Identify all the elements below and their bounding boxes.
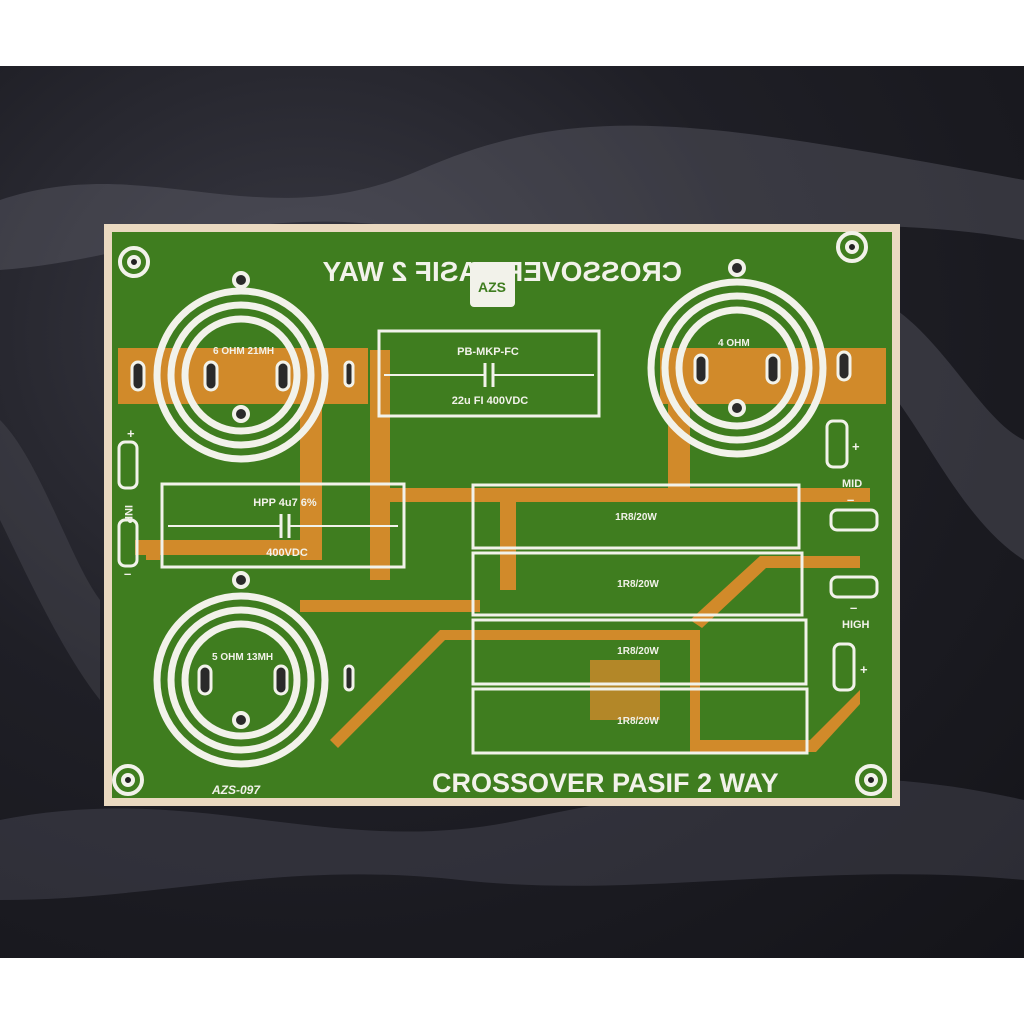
- high-plus: +: [860, 662, 868, 677]
- mounting-holes: [112, 231, 887, 796]
- photo-background: AZS CROSSOVER PASIF 2 WAY 6 OHM 21MH 4 O…: [0, 66, 1024, 958]
- capacitor-footprint-1: [377, 329, 601, 418]
- mid-minus: –: [847, 492, 854, 507]
- capacitor-1-name: PB-MKP-FC: [457, 346, 519, 358]
- resistor-4-label: 1R8/20W: [617, 716, 659, 727]
- svg-text:AZS: AZS: [478, 279, 506, 295]
- input-label: INP: [122, 505, 134, 523]
- terminal-pads: [117, 419, 879, 692]
- capacitor-footprint-2: [160, 482, 406, 569]
- inductor-footprint-1: [153, 271, 329, 463]
- mid-label: MID: [842, 478, 862, 490]
- inductor-3-label: 5 OHM 13MH: [212, 652, 273, 663]
- resistor-3-label: 1R8/20W: [617, 646, 659, 657]
- capacitor-2-value: 400VDC: [266, 547, 308, 559]
- capacitor-2-name: HPP 4u7 6%: [253, 497, 317, 509]
- pad-slots: [130, 350, 852, 696]
- inductor-footprint-3: [153, 571, 329, 768]
- resistor-1-label: 1R8/20W: [615, 512, 657, 523]
- mid-plus: +: [852, 439, 860, 454]
- pcb-photo: AZS CROSSOVER PASIF 2 WAY 6 OHM 21MH 4 O…: [0, 125, 1024, 900]
- azs-logo: AZS: [470, 262, 515, 307]
- input-plus: +: [127, 426, 135, 441]
- fabric-texture: [0, 125, 1024, 900]
- capacitor-1-value: 22u FI 400VDC: [452, 395, 528, 407]
- resistor-2-label: 1R8/20W: [617, 579, 659, 590]
- model-number: AZS-097: [211, 783, 261, 797]
- board-title: CROSSOVER PASIF 2 WAY: [432, 768, 779, 798]
- mirrored-board-title: CROSSOVER PASIF 2 WAY: [322, 256, 682, 287]
- resistor-footprints: [471, 483, 809, 755]
- high-minus: –: [850, 600, 857, 615]
- inductor-footprint-2: [647, 259, 827, 458]
- inductor-2-label: 4 OHM: [718, 338, 750, 349]
- high-label: HIGH: [842, 619, 870, 631]
- inductor-1-label: 6 OHM 21MH: [213, 346, 274, 357]
- input-minus: –: [124, 566, 131, 581]
